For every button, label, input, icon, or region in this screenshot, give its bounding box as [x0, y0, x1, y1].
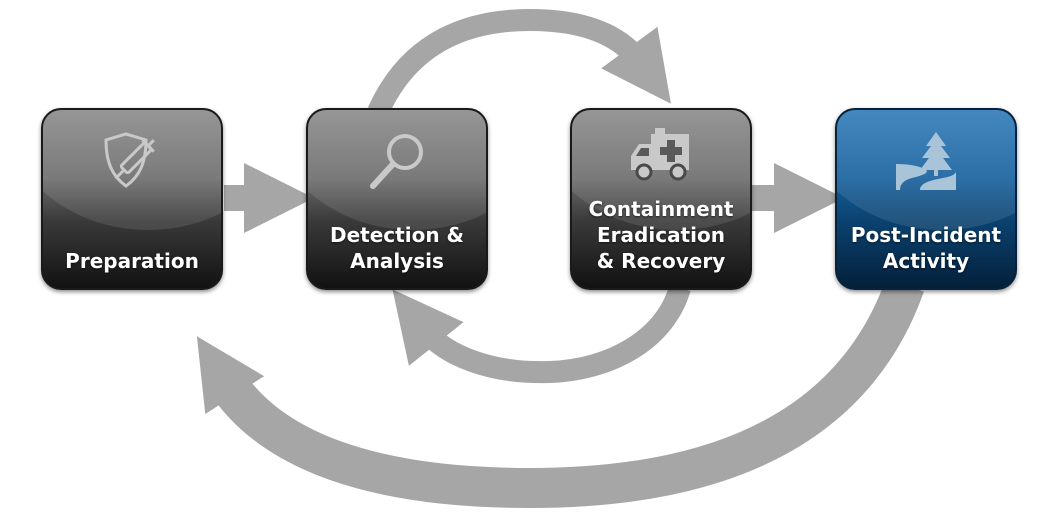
stage-label: Containment Eradication & Recovery — [588, 197, 734, 273]
ambulance-icon — [631, 128, 689, 181]
stage-label: Detection & Analysis — [330, 223, 464, 273]
arrow-containment-to-detection — [392, 284, 691, 384]
landscape-tree-icon — [896, 132, 956, 190]
stage-detection-analysis: Detection & Analysis — [306, 108, 488, 290]
arrow-post-incident-to-preparation — [196, 278, 924, 509]
stage-containment-eradication-recovery: Containment Eradication & Recovery — [570, 108, 752, 290]
stage-preparation: Preparation — [41, 108, 223, 290]
magnifier-icon — [370, 134, 423, 189]
shield-syringe-icon — [104, 132, 155, 188]
stage-label: Post-Incident Activity — [850, 223, 1002, 273]
stage-post-incident-activity: Post-Incident Activity — [835, 108, 1017, 290]
stage-label: Preparation — [65, 249, 199, 273]
arrow-detection-to-containment — [367, 8, 671, 117]
